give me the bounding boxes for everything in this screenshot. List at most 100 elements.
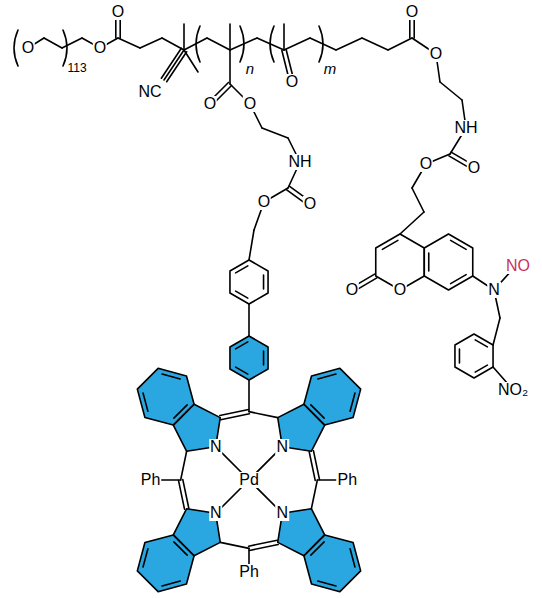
bond-line (493, 318, 500, 345)
bond-line (388, 38, 412, 50)
bond-line (283, 24, 285, 50)
substituent-label: Ph (337, 472, 359, 488)
atom-label: O (21, 40, 35, 56)
benzo-ring (137, 368, 194, 425)
atom-label: O (243, 96, 257, 112)
double-bond (236, 367, 248, 374)
atom-label: O (111, 4, 125, 20)
bond-line (412, 188, 424, 212)
atom-label: O (285, 74, 299, 90)
atom-label: NH (453, 120, 478, 136)
double-bond (459, 349, 461, 363)
repeat-index: m (323, 61, 338, 76)
atom-label: O (429, 46, 443, 62)
double-bond (236, 342, 248, 349)
atom-label: N (276, 439, 290, 455)
repeat-index: n (245, 61, 255, 76)
double-bond (311, 405, 324, 418)
nitroso-label: NO (505, 258, 531, 274)
double-bond (221, 414, 250, 420)
bond-line (248, 380, 250, 412)
bond-line (44, 38, 62, 48)
double-bond (183, 480, 189, 509)
benzo-ring (304, 368, 361, 425)
atom-label: N (487, 282, 501, 298)
atom-label: O (467, 160, 481, 176)
benzene-ring (455, 334, 493, 378)
double-bond (143, 393, 148, 411)
repeat-bracket (319, 26, 323, 62)
repeat-bracket (14, 30, 18, 66)
double-bond (174, 405, 187, 418)
bond-line (311, 480, 317, 509)
atom-label: O (203, 96, 217, 112)
substituent-label: Ph (238, 564, 260, 580)
double-bond (162, 581, 180, 586)
double-bond (451, 275, 467, 284)
bond-line (362, 38, 388, 50)
atom-label: O (93, 40, 107, 56)
benzo-ring (137, 535, 194, 592)
repeat-count: 113 (66, 62, 87, 74)
bond-line (181, 451, 187, 480)
repeat-bracket (240, 26, 244, 62)
atom-label: NH (287, 154, 312, 170)
substituent-label: Ph (140, 472, 162, 488)
phenyl-ring (230, 260, 268, 304)
atom-label: O (405, 4, 419, 20)
double-bond (263, 275, 265, 289)
double-bond (143, 549, 148, 567)
benzo-ring (304, 535, 361, 592)
bond-line (400, 212, 424, 234)
ring-fills (137, 336, 360, 592)
bond-line (183, 24, 185, 50)
bond-line (118, 38, 140, 48)
double-bond (309, 452, 315, 481)
repeat-bracket (270, 26, 274, 62)
double-bond (318, 581, 336, 586)
atom-label: N (276, 505, 290, 521)
repeat-bracket (196, 26, 200, 62)
bond-line (62, 38, 82, 48)
bond-line (248, 304, 250, 336)
atom-label: O (419, 156, 433, 172)
phenyl-ring (230, 336, 268, 380)
double-bond (263, 351, 265, 365)
phenyl-ring-fill (230, 336, 268, 380)
triple-bond (161, 48, 181, 78)
double-bond (350, 549, 355, 567)
double-bond (162, 374, 180, 379)
double-bond (451, 240, 467, 249)
double-bond (475, 365, 487, 372)
atom-label: NC (137, 84, 162, 100)
double-bond (428, 253, 430, 271)
atom-label: N (209, 505, 223, 521)
atom-label: O (257, 194, 271, 210)
bond-line (249, 412, 278, 418)
triple-bond (164, 50, 184, 80)
double-bond (236, 291, 248, 298)
bond-line (249, 230, 254, 260)
metal-label: Pd (238, 472, 260, 488)
benzene-ring (424, 234, 472, 290)
bond-line (140, 38, 162, 48)
double-bond (311, 542, 324, 555)
double-bond (174, 542, 187, 555)
atom-label: O (345, 282, 359, 298)
atom-label: NO₂ (497, 382, 529, 398)
bonds (14, 12, 512, 592)
bond-line (229, 50, 231, 84)
double-bond (236, 266, 248, 273)
bond-line (440, 82, 462, 100)
bond-line (284, 38, 310, 50)
atom-label: N (209, 439, 223, 455)
bond-line (336, 38, 362, 50)
double-bond (249, 540, 278, 546)
bond-line (220, 542, 249, 548)
double-bond (475, 340, 487, 347)
double-bond (350, 393, 355, 411)
atom-label: O (393, 282, 407, 298)
bond-line (262, 128, 288, 138)
